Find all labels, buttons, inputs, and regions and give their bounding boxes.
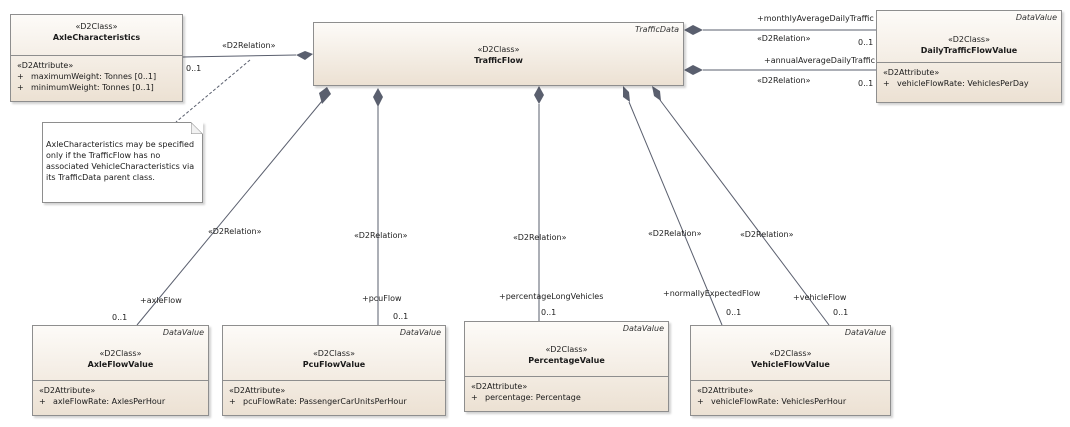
composition-diamond xyxy=(534,86,544,104)
attribute-stereotype: «D2Attribute» xyxy=(229,386,286,395)
class-header: «D2Class» AxleCharacteristics xyxy=(11,15,182,56)
attribute-row: +pcuFlowRate: PassengerCarUnitsPerHour xyxy=(229,397,407,406)
class-traffic-flow[interactable]: TrafficData «D2Class» TrafficFlow xyxy=(313,22,684,86)
class-stereotype: «D2Class» xyxy=(769,349,812,358)
attribute-row: +vehicleFlowRate: VehiclesPerHour xyxy=(697,397,847,406)
class-parent-name: DataValue xyxy=(162,328,204,337)
attribute-stereotype: «D2Attribute» xyxy=(39,386,96,395)
multiplicity-axle-characteristics: 0..1 xyxy=(186,64,202,73)
class-parent-name: TrafficData xyxy=(635,25,679,34)
attribute-row: +percentage: Percentage xyxy=(471,393,581,402)
class-axle-flow-value[interactable]: DataValue «D2Class» AxleFlowValue «D2Att… xyxy=(32,325,209,416)
class-stereotype: «D2Class» xyxy=(545,345,588,354)
class-name: TrafficFlow xyxy=(474,56,523,65)
role-normally-expected-flow: +normallyExpectedFlow xyxy=(663,289,761,298)
class-stereotype: «D2Class» xyxy=(313,349,355,358)
class-stereotype: «D2Class» xyxy=(99,349,142,358)
note-fold-corner xyxy=(191,122,203,134)
class-header: «D2Class» DailyTrafficFlowValue xyxy=(877,11,1061,63)
relation-stereotype-percentage: «D2Relation» xyxy=(513,233,567,242)
note-anchor-line xyxy=(175,59,251,123)
multiplicity-pcu-flow: 0..1 xyxy=(393,312,409,321)
note-line: AxleCharacteristics may be specified xyxy=(46,140,195,149)
attribute-stereotype: «D2Attribute» xyxy=(883,68,940,77)
class-parent-name: DataValue xyxy=(1015,13,1057,22)
multiplicity-percentage: 0..1 xyxy=(541,308,557,317)
class-parent-name: DataValue xyxy=(622,324,664,333)
class-percentage-value[interactable]: DataValue «D2Class» PercentageValue «D2A… xyxy=(464,321,669,412)
composition-diamond xyxy=(623,86,630,102)
class-axle-characteristics[interactable]: «D2Class» AxleCharacteristics «D2Attribu… xyxy=(10,14,183,102)
attribute-stereotype: «D2Attribute» xyxy=(697,386,754,395)
note-box[interactable]: AxleCharacteristics may be specified onl… xyxy=(42,122,203,203)
attribute-row: +axleFlowRate: AxlesPerHour xyxy=(39,397,166,406)
class-attributes: «D2Attribute» +pcuFlowRate: PassengerCar… xyxy=(223,381,445,411)
role-axle-flow: +axleFlow xyxy=(140,296,182,305)
class-name: AxleCharacteristics xyxy=(52,33,141,42)
class-attributes: «D2Attribute» +vehicleFlowRate: Vehicles… xyxy=(691,381,890,411)
relation-stereotype-vehicle-flow: «D2Relation» xyxy=(740,230,794,239)
relation-stereotype-axle-flow: «D2Relation» xyxy=(208,227,262,236)
relation-stereotype-annual: «D2Relation» xyxy=(757,76,811,85)
role-vehicle-flow: +vehicleFlow xyxy=(793,293,847,302)
class-parent-name: DataValue xyxy=(399,328,441,337)
connector-vehicle-flow xyxy=(659,99,830,326)
multiplicity-vehicle-flow: 0..1 xyxy=(833,308,849,317)
connector-axle-flow xyxy=(136,100,323,326)
relation-stereotype-axle-characteristics: «D2Relation» xyxy=(222,41,276,50)
class-attributes: «D2Attribute» +vehicleFlowRate: Vehicles… xyxy=(877,63,1061,93)
role-monthly: +monthlyAverageDailyTraffic xyxy=(757,14,874,23)
class-parent-name: DataValue xyxy=(844,328,886,337)
class-attributes: «D2Attribute» +axleFlowRate: AxlesPerHou… xyxy=(33,381,208,411)
class-name: DailyTrafficFlowValue xyxy=(920,46,1018,55)
attribute-row: +vehicleFlowRate: VehiclesPerDay xyxy=(883,79,1029,88)
class-header: «D2Class» VehicleFlowValue xyxy=(691,326,890,381)
class-name: AxleFlowValue xyxy=(87,360,154,369)
composition-diamond xyxy=(373,88,383,107)
composition-diamond xyxy=(684,25,703,35)
class-stereotype: «D2Class» xyxy=(75,22,118,31)
relation-stereotype-normally-expected-flow: «D2Relation» xyxy=(648,229,702,238)
class-name: VehicleFlowValue xyxy=(751,360,830,369)
multiplicity-axle-flow: 0..1 xyxy=(112,313,128,322)
attribute-row: +maximumWeight: Tonnes [0..1] xyxy=(17,72,157,81)
multiplicity-annual: 0..1 xyxy=(858,79,874,88)
relation-stereotype-pcu-flow: «D2Relation» xyxy=(354,231,408,240)
role-annual: +annualAverageDailyTraffic xyxy=(764,56,876,65)
class-header: «D2Class» PcuFlowValue xyxy=(223,326,445,381)
connector-axle-characteristics xyxy=(182,54,297,58)
class-stereotype: «D2Class» xyxy=(477,45,520,54)
composition-diamond xyxy=(296,51,313,60)
class-stereotype: «D2Class» xyxy=(948,35,990,44)
role-pcu-flow: +pcuFlow xyxy=(362,294,402,303)
role-percentage: +percentageLongVehicles xyxy=(499,292,604,301)
attribute-stereotype: «D2Attribute» xyxy=(471,382,528,391)
multiplicity-normally-expected-flow: 0..1 xyxy=(726,308,742,317)
class-vehicle-flow-value[interactable]: DataValue «D2Class» VehicleFlowValue «D2… xyxy=(690,325,891,416)
connector-normally-expected-flow xyxy=(628,101,723,326)
attribute-stereotype: «D2Attribute» xyxy=(17,61,74,70)
composition-diamond xyxy=(684,65,703,75)
class-daily-traffic-flow-value[interactable]: DataValue «D2Class» DailyTrafficFlowValu… xyxy=(876,10,1062,103)
class-header: «D2Class» TrafficFlow xyxy=(314,23,683,66)
class-attributes: «D2Attribute» +percentage: Percentage xyxy=(465,377,668,407)
note-line: its TrafficData parent class. xyxy=(46,173,155,182)
class-attributes: «D2Attribute» +maximumWeight: Tonnes [0.… xyxy=(11,56,182,97)
class-name: PcuFlowValue xyxy=(302,360,366,369)
note-line: only if the TrafficFlow has no xyxy=(46,151,161,160)
note-line: associated VehicleCharacteristics via xyxy=(46,162,195,171)
composition-diamond xyxy=(319,87,331,104)
class-name: PercentageValue xyxy=(528,356,605,365)
attribute-row: +minimumWeight: Tonnes [0..1] xyxy=(17,83,154,92)
class-pcu-flow-value[interactable]: DataValue «D2Class» PcuFlowValue «D2Attr… xyxy=(222,325,446,416)
relation-stereotype-monthly: «D2Relation» xyxy=(757,34,811,43)
class-header: «D2Class» PercentageValue xyxy=(465,322,668,377)
composition-diamond xyxy=(652,86,661,101)
class-header: «D2Class» AxleFlowValue xyxy=(33,326,208,381)
multiplicity-monthly: 0..1 xyxy=(858,38,874,47)
